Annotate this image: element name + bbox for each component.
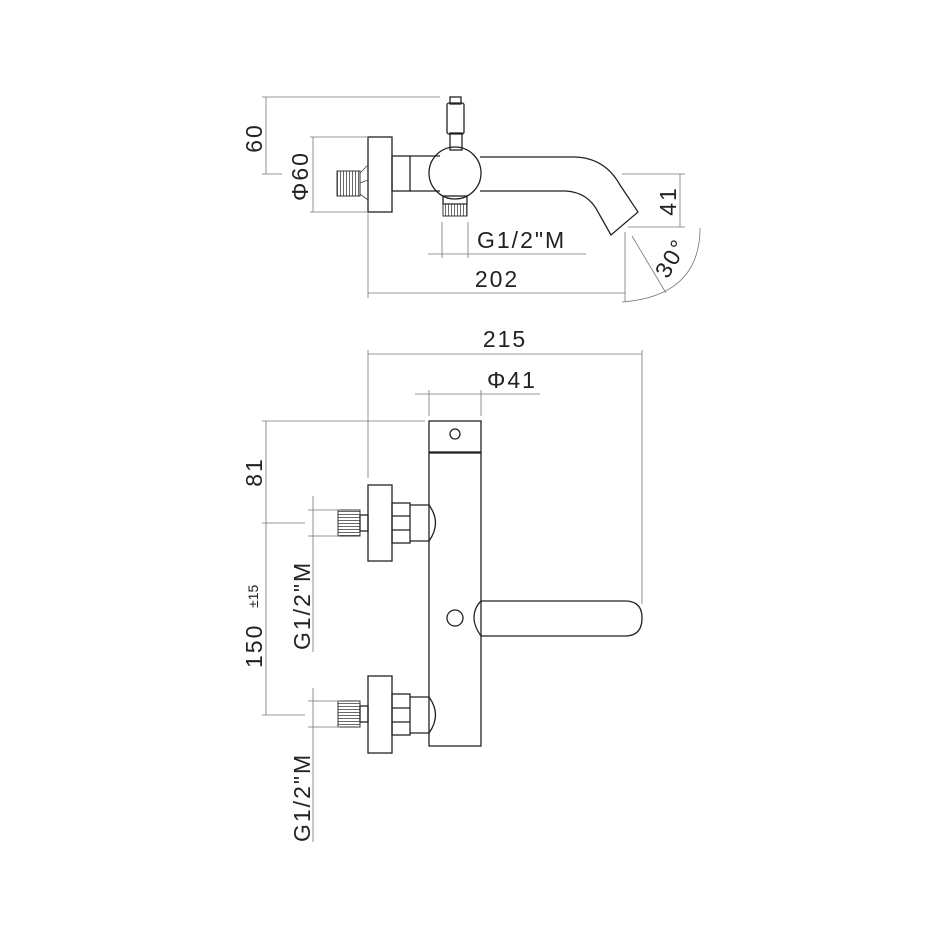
dim-width-215: 215 <box>367 326 643 604</box>
dim-height-60: 60 <box>241 96 440 175</box>
dim-label: G1/2"M <box>477 227 566 253</box>
dim-inlet-thread-upper: G1/2"M <box>289 496 340 652</box>
dim-label: Φ60 <box>287 151 313 201</box>
mixer-front-outline <box>337 420 643 754</box>
dim-label: 81 <box>241 457 267 487</box>
dim-label: 41 <box>655 186 681 216</box>
dim-center-distance-150: 150 ±15 <box>241 585 305 716</box>
dim-label: G1/2"M <box>289 561 315 650</box>
dim-label: 60 <box>241 123 267 153</box>
dim-top-offset-81: 81 <box>241 420 425 715</box>
dim-length-202: 202 <box>367 212 626 302</box>
dim-tolerance: ±15 <box>245 585 261 608</box>
dim-outlet-thread: G1/2"M <box>428 222 586 258</box>
dim-inlet-thread-lower: G1/2"M <box>289 688 340 842</box>
dim-label: 150 <box>241 624 267 668</box>
dim-label: Φ41 <box>487 367 537 393</box>
dim-label: 215 <box>483 326 527 352</box>
dim-label: 202 <box>475 266 519 292</box>
dim-spout-angle-30: 30° <box>621 227 701 303</box>
dim-rosette-diameter: Φ60 <box>287 136 368 213</box>
side-view: 60 Φ60 G1/2"M 202 41 3 <box>241 96 701 303</box>
dim-body-diameter-41: Φ41 <box>415 367 540 416</box>
dim-label: G1/2"M <box>289 753 315 842</box>
dim-spout-height-41: 41 <box>622 173 685 228</box>
front-view: 215 Φ41 81 150 ±15 G1/2"M <box>241 326 643 842</box>
mixer-side-outline <box>336 96 639 237</box>
